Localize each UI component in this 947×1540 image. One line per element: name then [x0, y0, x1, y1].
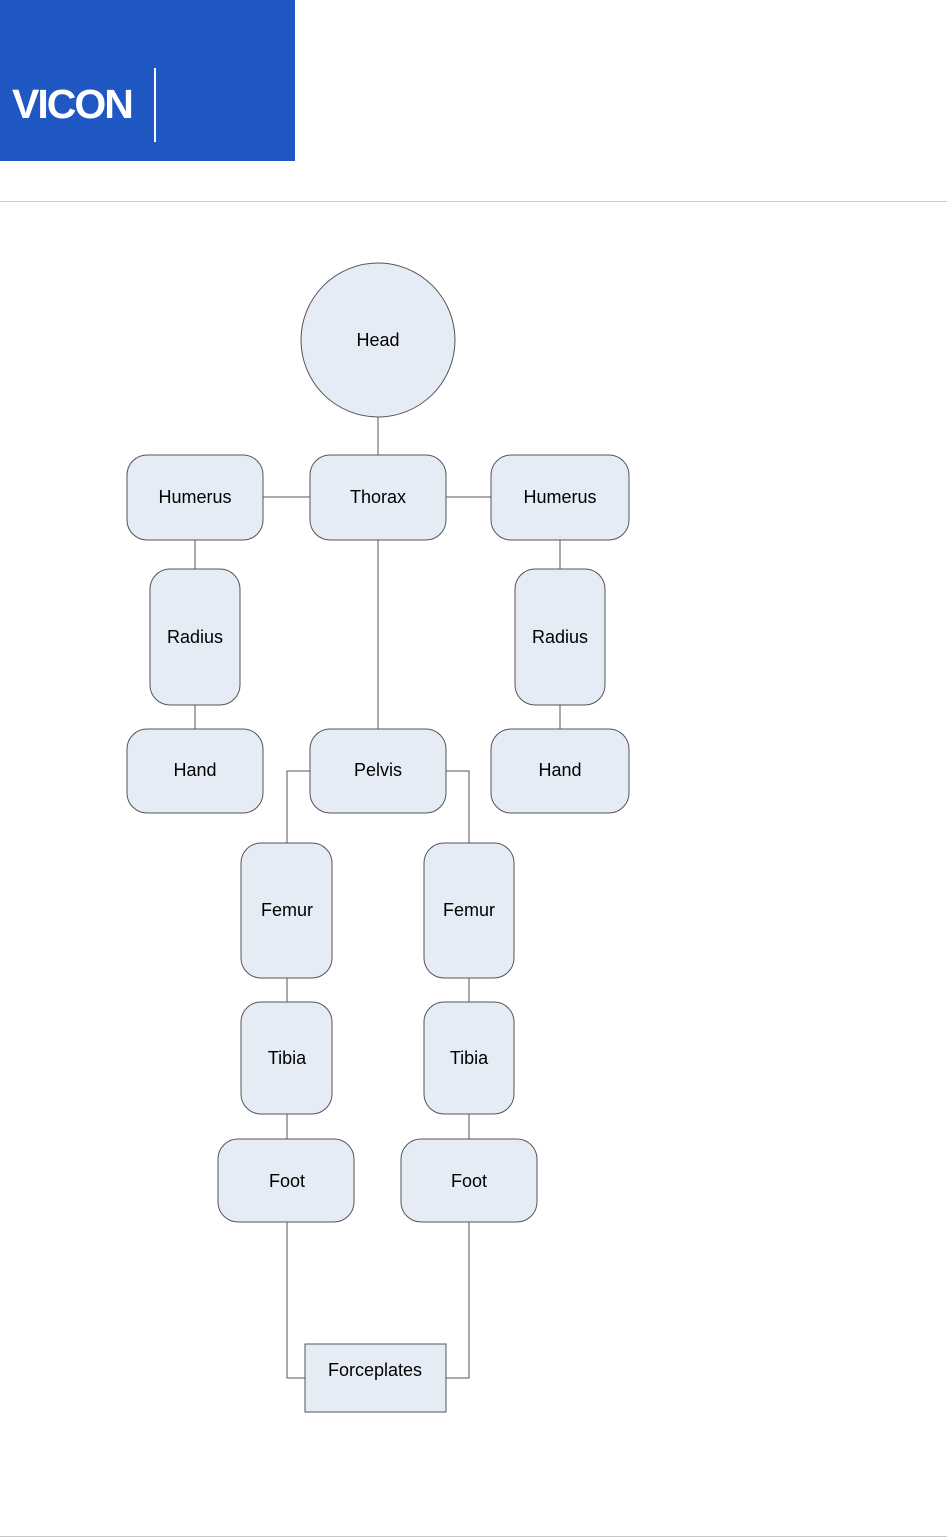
node-head-label: Head [356, 330, 399, 350]
node-tibia-right: Tibia [423, 1001, 515, 1115]
node-thorax: Thorax [309, 454, 447, 541]
connectors [194, 417, 561, 1379]
node-forceplates-label: Forceplates [328, 1360, 422, 1380]
node-humerus-right-label: Humerus [523, 487, 596, 507]
header-rule [0, 201, 947, 202]
node-femur-right-label: Femur [443, 900, 495, 920]
node-tibia-right-label: Tibia [450, 1048, 489, 1068]
node-forceplates: Forceplates [304, 1343, 447, 1413]
node-humerus-right: Humerus [490, 454, 630, 541]
connector-pelvis-femur-right [446, 770, 470, 843]
node-foot-right-label: Foot [451, 1171, 487, 1191]
node-foot-right: Foot [400, 1138, 538, 1223]
node-foot-left-label: Foot [269, 1171, 305, 1191]
node-radius-right-label: Radius [532, 627, 588, 647]
node-femur-left-label: Femur [261, 900, 313, 920]
node-hand-left: Hand [126, 728, 264, 814]
node-pelvis: Pelvis [309, 728, 447, 814]
node-radius-left: Radius [149, 568, 241, 706]
node-femur-right: Femur [423, 842, 515, 979]
vicon-logo: VICON [0, 0, 295, 161]
logo-divider [154, 68, 156, 142]
connector-pelvis-femur-left [286, 770, 310, 843]
footer-rule [0, 1536, 947, 1537]
node-thorax-label: Thorax [350, 487, 406, 507]
logo-wordmark: VICON [12, 81, 134, 127]
node-femur-left: Femur [240, 842, 333, 979]
node-humerus-left-label: Humerus [158, 487, 231, 507]
node-hand-right-label: Hand [538, 760, 581, 780]
node-pelvis-label: Pelvis [354, 760, 402, 780]
node-tibia-left-label: Tibia [268, 1048, 307, 1068]
nodes: Head Thorax Humerus Humerus Radius Radiu… [126, 262, 630, 1413]
node-humerus-left: Humerus [126, 454, 264, 541]
connector-foot-forceplates-right [446, 1222, 470, 1379]
node-head: Head [300, 262, 456, 418]
node-hand-left-label: Hand [173, 760, 216, 780]
node-foot-left: Foot [217, 1138, 355, 1223]
node-tibia-left: Tibia [240, 1001, 333, 1115]
node-hand-right: Hand [490, 728, 630, 814]
node-radius-left-label: Radius [167, 627, 223, 647]
node-radius-right: Radius [514, 568, 606, 706]
connector-foot-forceplates-left [286, 1222, 305, 1379]
